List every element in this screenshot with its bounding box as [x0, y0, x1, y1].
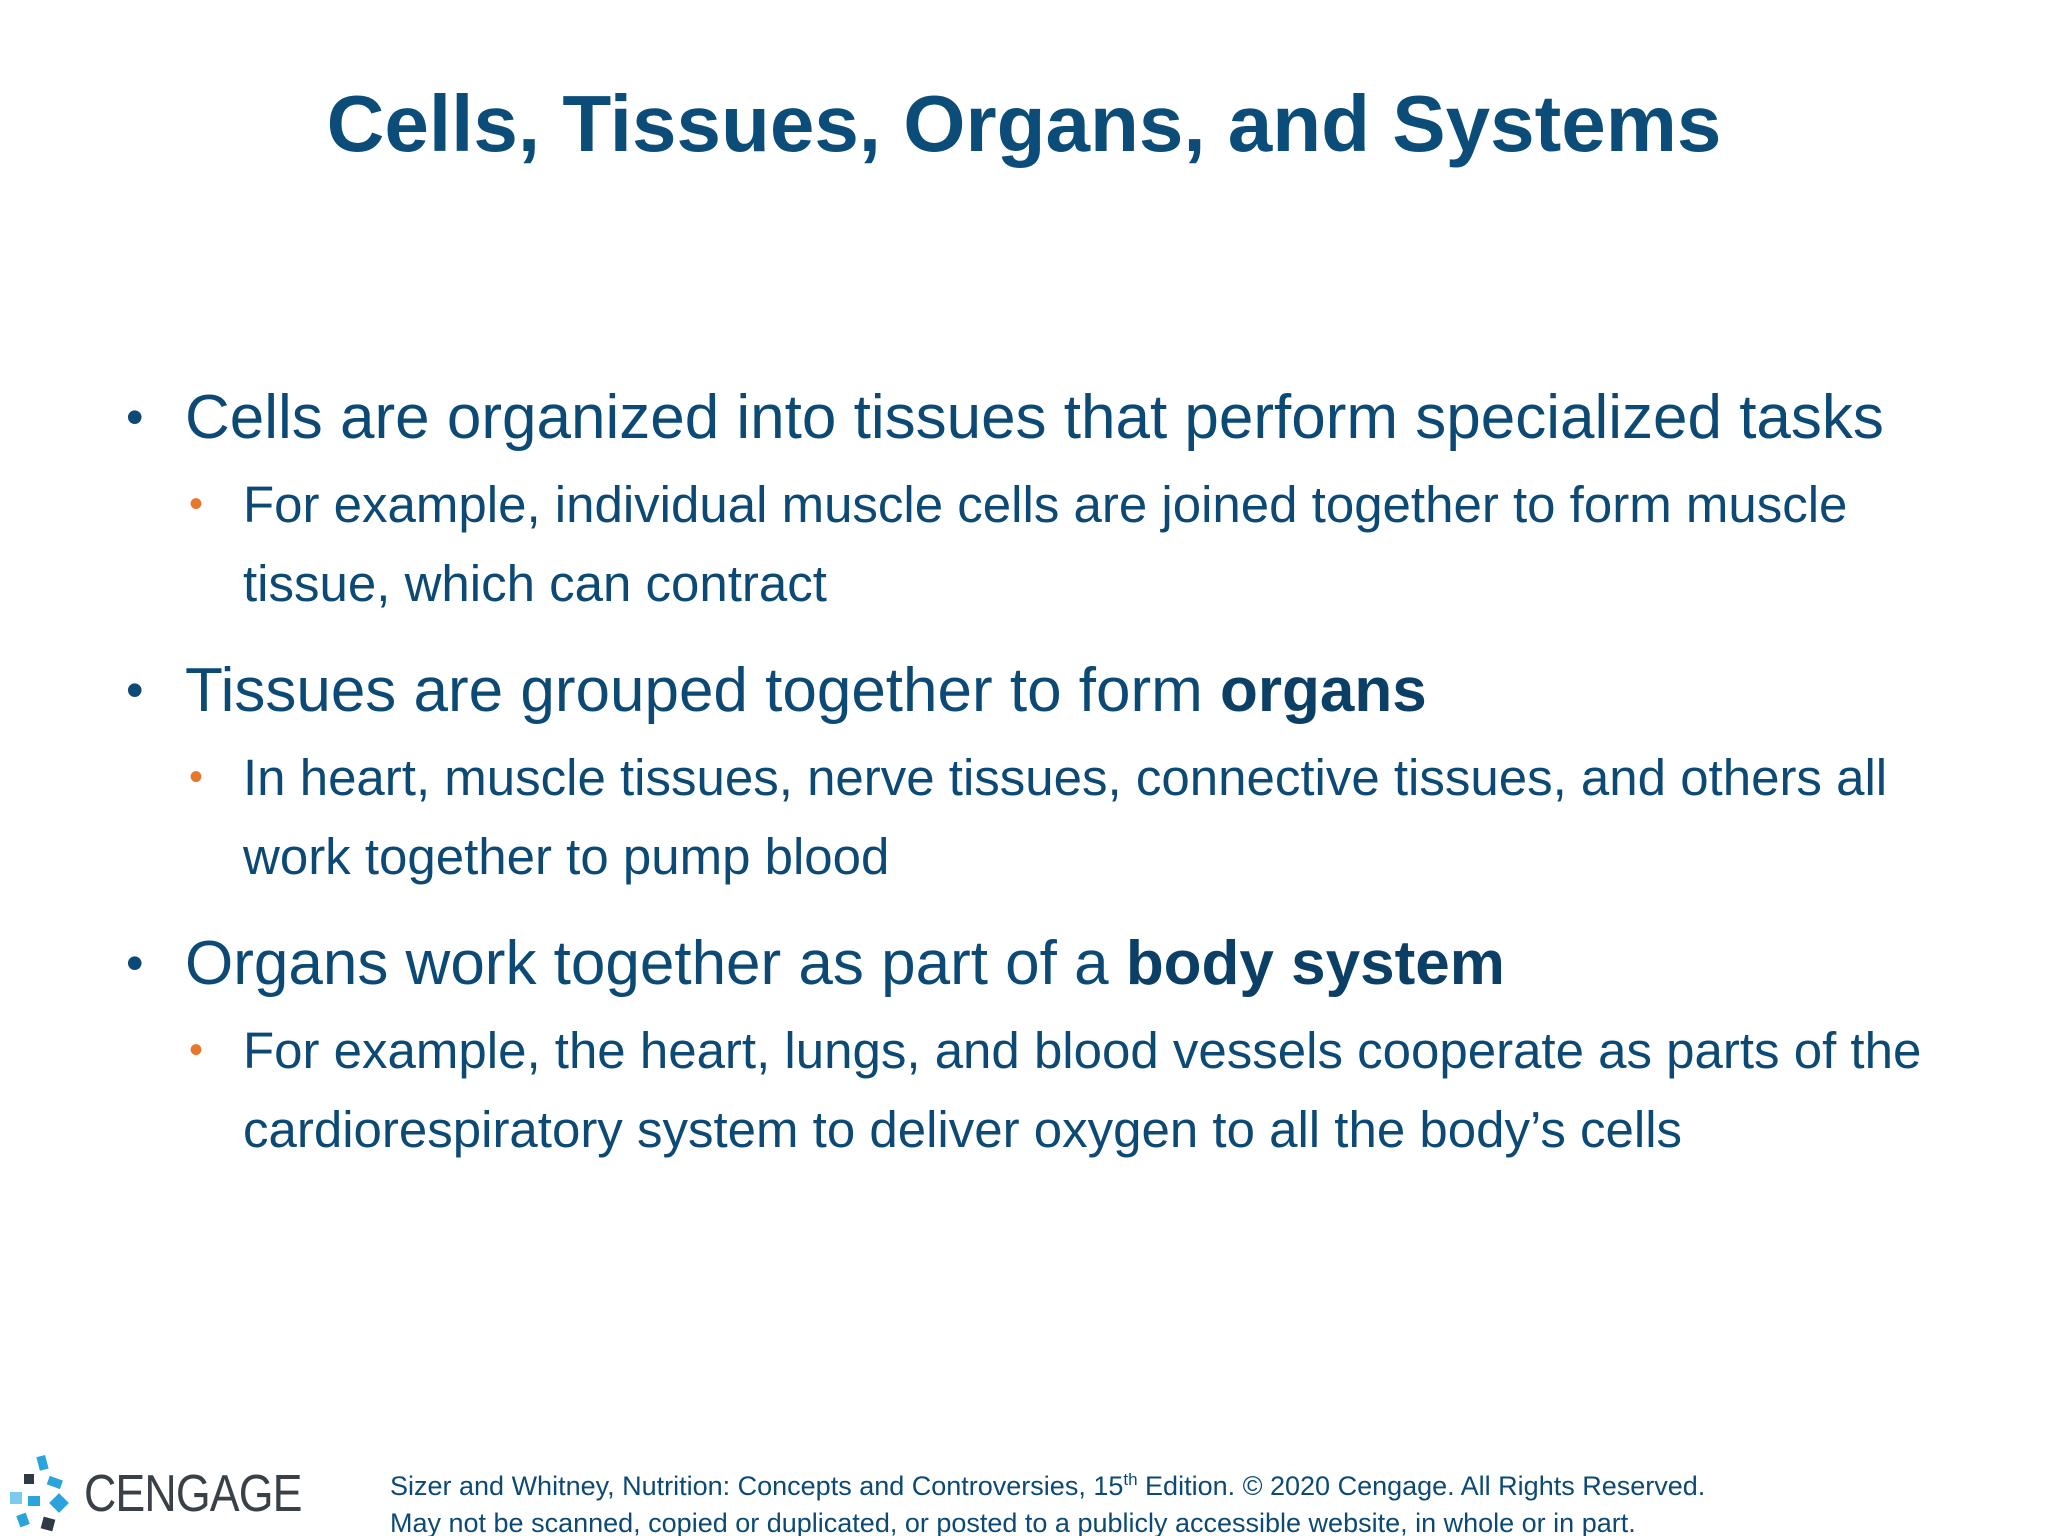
bullet-marker: •: [126, 389, 144, 445]
copyright-line-1: Sizer and Whitney, Nutrition: Concepts a…: [390, 1468, 1705, 1505]
bullet-1-text: Cells are organized into tissues that pe…: [185, 383, 1884, 452]
edition-superscript: th: [1123, 1470, 1138, 1489]
bullet-3-bold: body system: [1125, 929, 1505, 998]
copyright-line-1-pre: Sizer and Whitney, Nutrition: Concepts a…: [390, 1471, 1124, 1501]
bullet-1: • Cells are organized into tissues that …: [126, 370, 1926, 465]
bullet-3: • Organs work together as part of a body…: [126, 916, 1926, 1011]
slide-content: • Cells are organized into tissues that …: [126, 370, 1926, 1189]
bullet-3-text: Organs work together as part of a: [185, 929, 1126, 998]
sub-bullet-marker: •: [189, 482, 204, 526]
sub-bullet-1-text: For example, individual muscle cells are…: [243, 476, 1848, 612]
cengage-logo: CENGAGE: [4, 1452, 302, 1536]
sub-bullet-3-text: For example, the heart, lungs, and blood…: [243, 1022, 1922, 1158]
bullet-marker: •: [126, 662, 144, 718]
sub-bullet-marker: •: [189, 1028, 204, 1072]
sub-bullet-marker: •: [189, 755, 204, 799]
bullet-2: • Tissues are grouped together to form o…: [126, 643, 1926, 738]
cengage-logo-icon: [10, 1454, 69, 1532]
sub-bullet-2: • In heart, muscle tissues, nerve tissue…: [185, 738, 1926, 896]
bullet-2-text: Tissues are grouped together to form: [185, 656, 1221, 725]
sub-bullet-1: • For example, individual muscle cells a…: [185, 465, 1926, 623]
copyright-line-2: May not be scanned, copied or duplicated…: [390, 1508, 1636, 1536]
sub-bullet-3: • For example, the heart, lungs, and blo…: [185, 1011, 1926, 1169]
bullet-marker: •: [126, 935, 144, 991]
sub-bullet-2-text: In heart, muscle tissues, nerve tissues,…: [243, 749, 1888, 885]
copyright-line-1-post: Edition. © 2020 Cengage. All Rights Rese…: [1137, 1471, 1706, 1501]
bullet-2-bold: organs: [1220, 656, 1427, 725]
copyright-notice: Sizer and Whitney, Nutrition: Concepts a…: [390, 1468, 1705, 1536]
slide-title: Cells, Tissues, Organs, and Systems: [326, 79, 1722, 168]
logo-wordmark: CENGAGE: [84, 1465, 302, 1523]
